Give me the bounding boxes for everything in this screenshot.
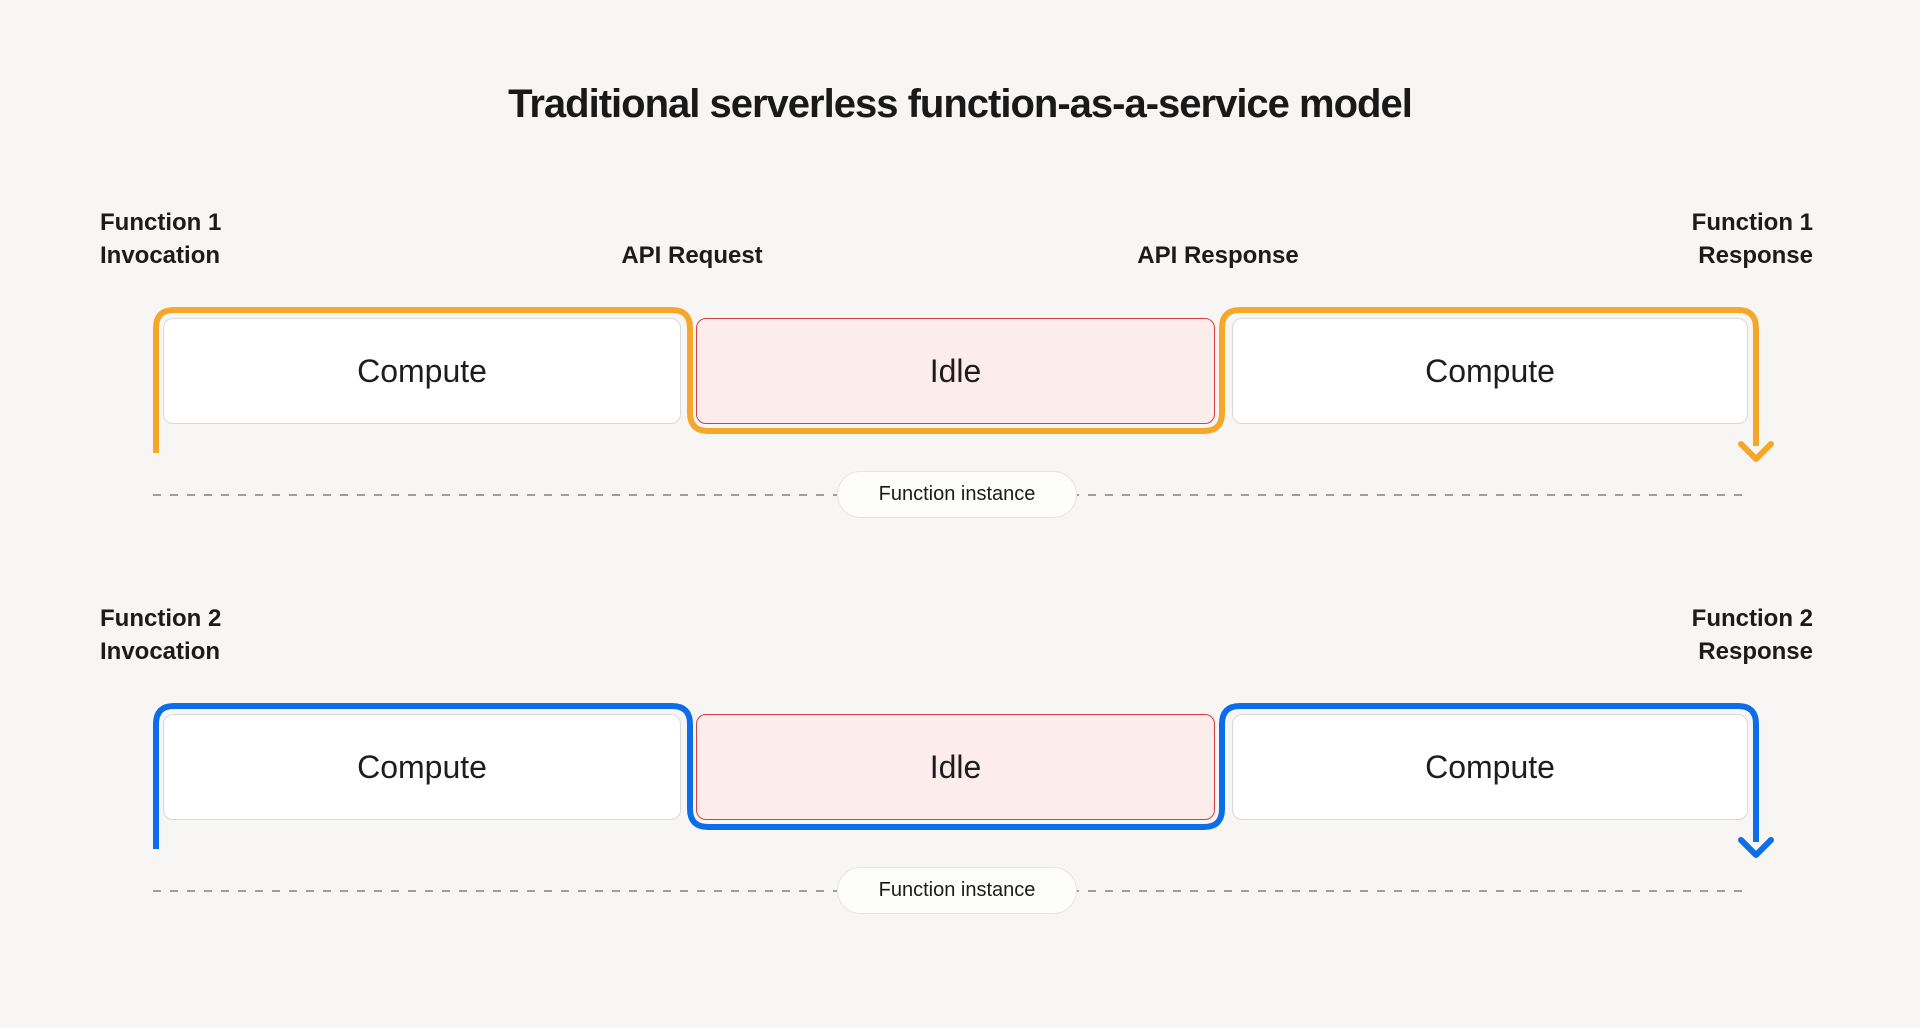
function1-response-label: Function 1 Response bbox=[1691, 209, 1813, 269]
function1-idle-box: Idle bbox=[696, 318, 1215, 424]
api-request-label: API Request bbox=[621, 242, 763, 269]
function2-arrowhead-icon bbox=[1738, 837, 1774, 858]
function1-instance-pill: Function instance bbox=[837, 471, 1077, 518]
function2-idle-box: Idle bbox=[696, 714, 1215, 820]
api-response-label: API Response bbox=[1137, 242, 1299, 269]
function2-invocation-label: Function 2 Invocation bbox=[100, 605, 222, 665]
diagram-title: Traditional serverless function-as-a-ser… bbox=[508, 82, 1413, 126]
function1-arrowhead-icon bbox=[1738, 441, 1774, 462]
function2-instance-pill: Function instance bbox=[837, 867, 1077, 914]
function1-compute-box-1: Compute bbox=[163, 318, 681, 424]
function1-invocation-label: Function 1 Invocation bbox=[100, 209, 222, 269]
function2-compute-box-1: Compute bbox=[163, 714, 681, 820]
function2-compute-box-2: Compute bbox=[1232, 714, 1748, 820]
function1-compute-box-2: Compute bbox=[1232, 318, 1748, 424]
function2-response-label: Function 2 Response bbox=[1691, 605, 1813, 665]
